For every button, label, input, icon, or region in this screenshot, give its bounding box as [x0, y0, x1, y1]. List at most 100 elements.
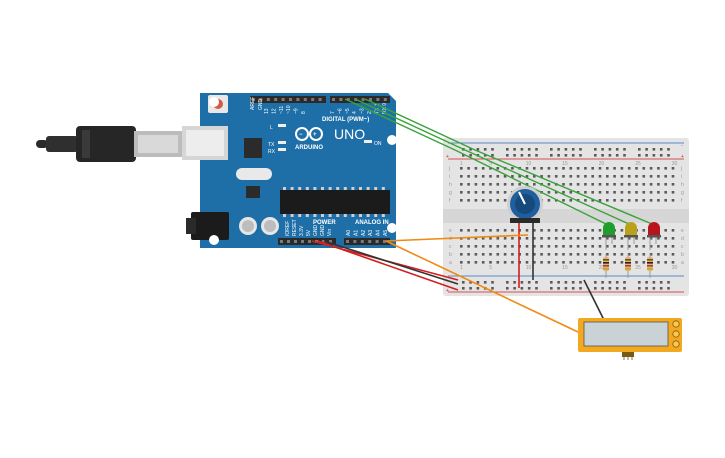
resistors: [603, 254, 653, 278]
digital-pin-label: ~3: [360, 108, 366, 114]
row-letter: c: [449, 244, 452, 250]
row-letter: a: [681, 260, 684, 266]
row-letter: b: [681, 252, 684, 258]
power-pin-label: 3.3V: [299, 225, 305, 236]
resistor-1: [603, 254, 609, 278]
digital-header-right: [330, 96, 390, 103]
column-number: 10: [526, 265, 532, 271]
led-l-label: L: [270, 125, 273, 131]
row-letter: c: [681, 244, 684, 250]
wire-analog-to-breadboard: [385, 234, 529, 242]
rail-minus-top-right: -: [681, 143, 683, 149]
digital-pin-label: ~5: [345, 108, 351, 114]
digital-pin-label: 7: [330, 111, 336, 114]
power-pin-label: Vin: [327, 229, 333, 236]
wires: [311, 98, 653, 333]
row-letter: h: [681, 182, 684, 188]
column-number: 5: [489, 265, 492, 271]
row-letter: g: [449, 190, 452, 196]
digital-pin-label: 13: [264, 108, 270, 114]
red-led: [647, 222, 661, 250]
row-letter: f: [449, 198, 451, 204]
digital-pin-label: 4: [352, 111, 358, 114]
analog-pin-label: A1: [353, 230, 359, 236]
wire-signal-red-led: [364, 98, 653, 225]
analog-pin-label: A2: [361, 230, 367, 236]
wire-signal-yellow-led: [354, 98, 630, 225]
digital-pin-label: ~9: [294, 108, 300, 114]
column-number: 5: [489, 161, 492, 167]
leds: [602, 222, 661, 250]
rail-plus-bottom: +: [446, 288, 449, 294]
power-pin-label: IOREF: [285, 221, 291, 236]
lcd-display: [578, 318, 682, 360]
rail-plus-top-right: +: [681, 154, 684, 160]
usb-chip: [244, 138, 262, 158]
digital-pin-label: ~11: [279, 106, 285, 114]
wire-5v-bottom: [317, 240, 459, 291]
digital-pin-label: TX 1: [374, 103, 380, 114]
row-letter: e: [449, 228, 452, 234]
row-letter: e: [681, 228, 684, 234]
column-number: 15: [562, 161, 568, 167]
column-number: 20: [599, 161, 605, 167]
power-header: [278, 238, 336, 245]
row-letter: h: [449, 182, 452, 188]
resistor-2: [625, 254, 631, 278]
row-letter: b: [449, 252, 452, 258]
digital-pin-label: 8: [301, 111, 307, 114]
analog-pin-label: A3: [368, 230, 374, 236]
arduino-logo: − +: [295, 127, 323, 141]
column-number: 25: [635, 161, 641, 167]
led-on: [364, 140, 372, 143]
row-letter: i: [681, 174, 682, 180]
power-pin-label: GND: [313, 225, 319, 237]
led-l: [278, 124, 286, 127]
digital-pin-label: 12: [271, 108, 277, 114]
row-letter: g: [681, 190, 684, 196]
led-rx-label: RX: [268, 149, 276, 155]
analog-header-label: ANALOG IN: [355, 220, 389, 226]
wire-lcd-ground: [583, 279, 605, 321]
wire-ground: [323, 240, 459, 285]
wire-analog-to-lcd: [385, 240, 579, 333]
column-number: 20: [599, 265, 605, 271]
row-letter: j: [448, 166, 450, 172]
wire-signal-green-led: [344, 98, 607, 225]
arduino-uno-board: L TX RX ON − + UNO ARDUINO DIGITAL (PWM~…: [182, 93, 397, 248]
led-tx-label: TX: [268, 142, 275, 148]
analog-pin-label: A0: [346, 230, 352, 236]
digital-pin-label: ~10: [286, 105, 292, 114]
crystal: [236, 168, 272, 180]
led-tx: [278, 141, 286, 144]
analog-header: [344, 238, 390, 245]
analog-pin-label: A4: [376, 230, 382, 236]
yellow-led: [624, 222, 638, 250]
row-letter: i: [449, 174, 450, 180]
analog-pin-label: A5: [383, 230, 389, 236]
digital-header-label: DIGITAL (PWM~): [322, 117, 369, 123]
rail-plus-top: +: [446, 154, 449, 160]
gnd-label: GND: [258, 99, 264, 111]
power-pin-label: 5V: [306, 229, 312, 236]
power-jack: [191, 212, 229, 240]
board-model-label: UNO: [334, 126, 365, 142]
svg-text:−: −: [299, 132, 303, 138]
board-brand-label: ARDUINO: [295, 145, 323, 151]
green-led: [602, 222, 616, 250]
power-pin-label: GND: [320, 225, 326, 237]
column-number: 1: [460, 161, 463, 167]
usb-cable: [36, 126, 182, 162]
column-number: 30: [672, 161, 678, 167]
column-number: 10: [526, 161, 532, 167]
power-pin-label: RESET: [292, 219, 298, 236]
digital-pin-label: 2: [367, 111, 373, 114]
led-rx: [278, 148, 286, 151]
row-letter: d: [681, 236, 684, 242]
digital-sockets: [252, 98, 387, 101]
